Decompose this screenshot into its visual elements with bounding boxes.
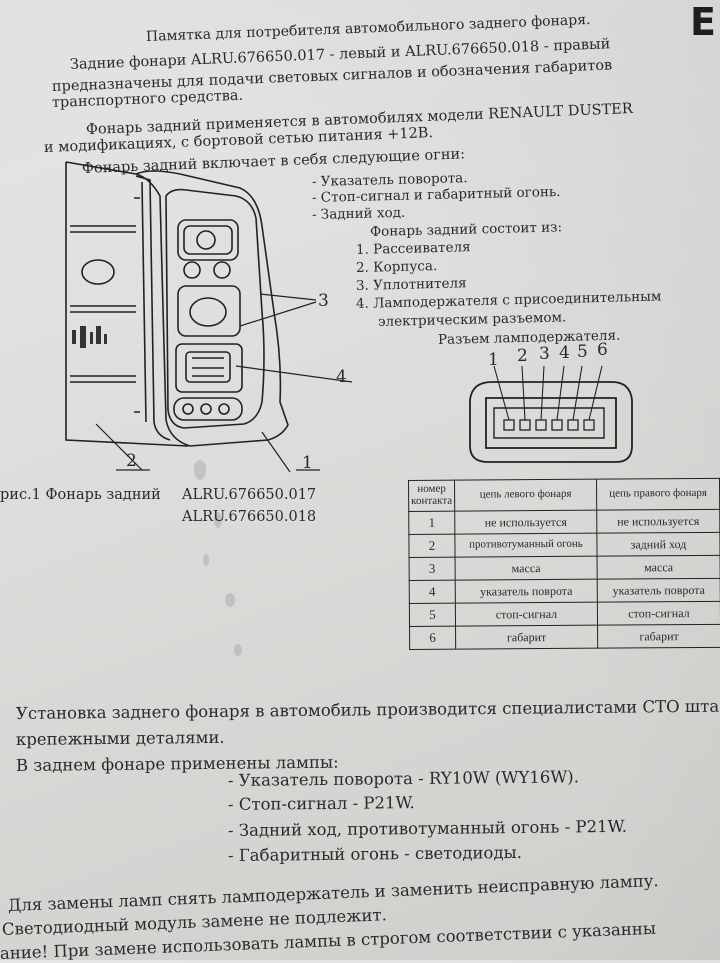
smudge (194, 460, 242, 656)
pin-number: 6 (597, 340, 608, 360)
table-row: 2 противотуманный огонь задний ход (408, 532, 720, 558)
column-header: номер контакта (408, 480, 455, 512)
table-cell: указатель поврота (455, 579, 598, 604)
table-cell: стоп-сигнал (455, 602, 598, 627)
pin-number: 2 (517, 346, 528, 366)
figure-callout-lines (95, 293, 353, 473)
figure-model-left: ALRU.676650.017 (182, 487, 317, 503)
lamp-item: - Стоп-сигнал - P21W. (227, 793, 415, 814)
table-cell: 6 (409, 626, 456, 650)
table-row: 3 масса масса (409, 555, 720, 581)
table-cell: масса (455, 556, 598, 581)
column-header: цепь правого фонаря (596, 478, 720, 511)
pin-number: 4 (559, 343, 570, 363)
table-cell: задний ход (596, 532, 720, 557)
housing-marking (72, 326, 107, 348)
table-cell: противотуманный огонь (454, 533, 598, 558)
table-cell: 1 (408, 511, 455, 535)
table-header-row: номер контакта цепь левого фонаря цепь п… (408, 478, 720, 512)
pin-number: 5 (577, 342, 588, 362)
table-cell: габарит (455, 625, 598, 650)
table-cell: не используется (454, 510, 597, 535)
callout-3: 3 (318, 291, 329, 311)
connector-figure (469, 365, 633, 463)
table-cell: 2 (408, 534, 456, 558)
lamp-item: - Указатель поворота - RY10W (WY16W). (227, 767, 580, 790)
table-cell: 5 (409, 603, 456, 627)
figure-caption: рис.1 Фонарь задний (0, 487, 161, 503)
corner-letter: E (690, 0, 716, 44)
table-row: 6 габарит габарит (409, 624, 720, 650)
callout-4: 4 (336, 367, 347, 387)
pinout-table: номер контакта цепь левого фонаря цепь п… (408, 478, 720, 650)
callout-2: 2 (126, 451, 137, 471)
lamp-item: - Габаритный огонь - светодиоды. (227, 842, 523, 865)
lamp-item: - Задний ход, противотуманный огонь - P2… (227, 816, 627, 840)
table-cell: 4 (409, 580, 456, 604)
table-row: 1 не используется не используется (408, 509, 720, 535)
table-cell: масса (597, 555, 720, 580)
pin-number: 1 (488, 350, 499, 370)
table-cell: указатель поврота (597, 578, 720, 603)
table-cell: габарит (597, 624, 720, 649)
table-cell: не используется (596, 509, 720, 534)
table-cell: стоп-сигнал (597, 601, 720, 626)
column-header: цепь левого фонаря (454, 479, 597, 512)
pin-number: 3 (539, 344, 550, 364)
table-cell: 3 (409, 557, 456, 581)
figure-model-right: ALRU.676650.018 (182, 509, 317, 525)
table-row: 5 стоп-сигнал стоп-сигнал (409, 601, 720, 627)
callout-1: 1 (302, 453, 313, 473)
tail-lamp-figure (65, 161, 289, 447)
install-line-2: крепежными деталями. (15, 727, 225, 749)
table-row: 4 указатель поврота указатель поврота (409, 578, 720, 604)
